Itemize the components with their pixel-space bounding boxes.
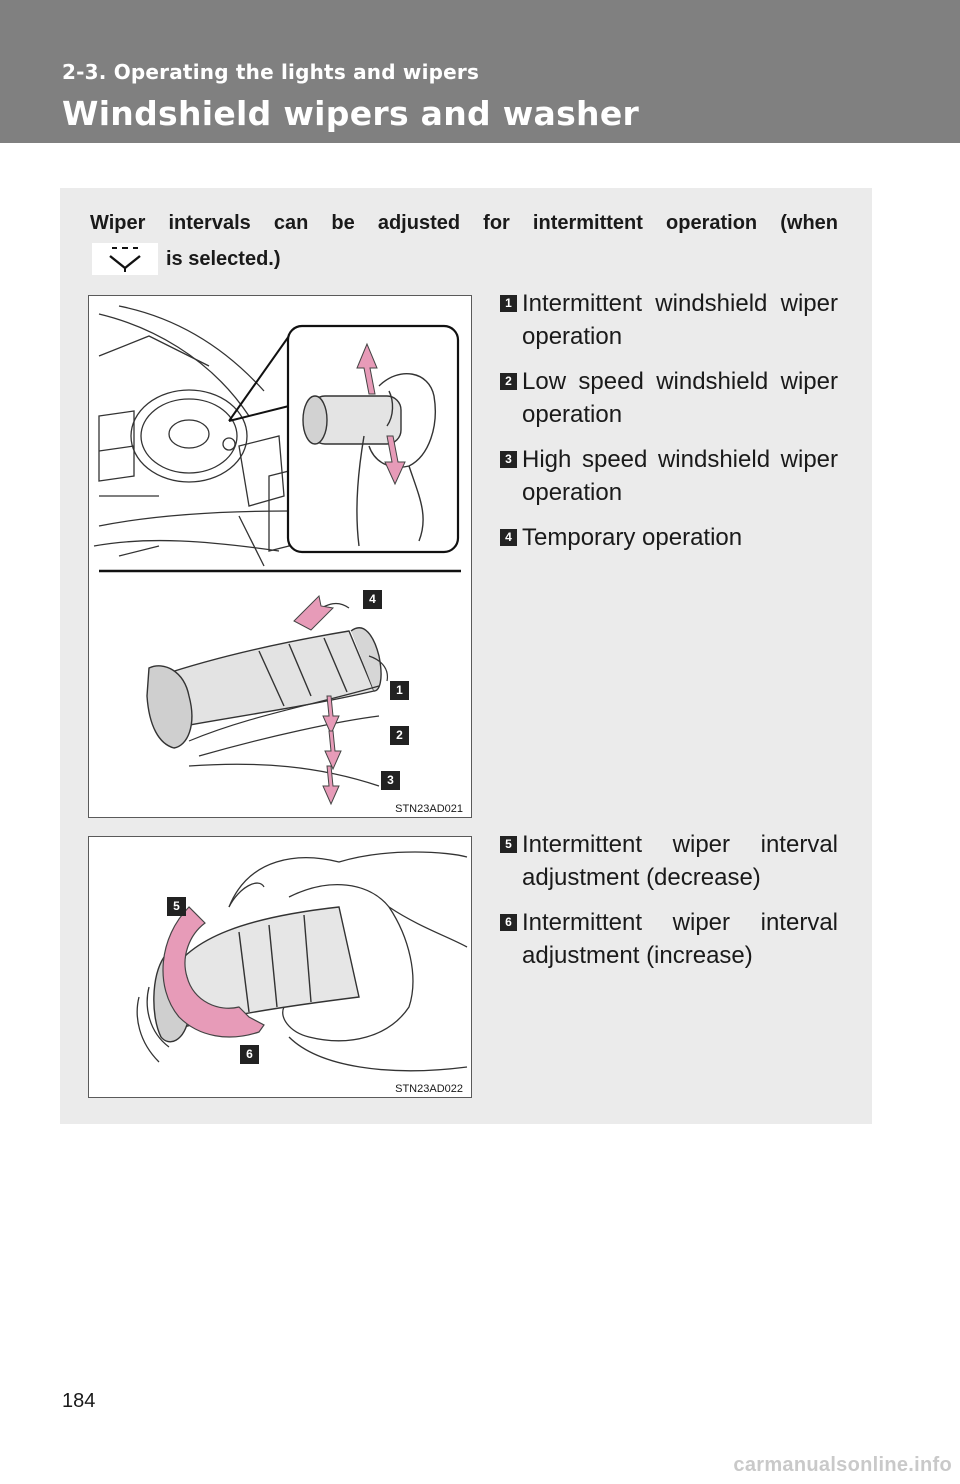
- item-number: 4: [500, 529, 517, 546]
- figure-code: STN23AD021: [395, 803, 463, 815]
- item-text: High speed windshield wiper operation: [522, 446, 838, 506]
- list-item: 1 Intermittent windshield wiper operatio…: [500, 287, 838, 353]
- item-number: 6: [500, 914, 517, 931]
- intro-text: Wiper intervals can be adjusted for inte…: [90, 205, 838, 277]
- wiper-lever-illustration: [93, 305, 461, 806]
- list-item: 2 Low speed windshield wiper operation: [500, 365, 838, 431]
- intermittent-wiper-symbol-icon: [92, 243, 158, 275]
- intro-line-2: is selected.): [90, 241, 838, 277]
- item-list-2: 5 Intermittent wiper interval adjustment…: [500, 828, 838, 984]
- list-item: 3 High speed windshield wiper operation: [500, 443, 838, 509]
- item-text: Intermittent wiper interval adjustment (…: [522, 831, 838, 891]
- item-text: Low speed windshield wiper operation: [522, 368, 838, 428]
- figure-wiper-lever: 4 1 2 3 STN23AD021: [88, 295, 472, 818]
- interval-ring-illustration: [136, 851, 468, 1072]
- list-item: 6 Intermittent wiper interval adjustment…: [500, 906, 838, 972]
- callout-2: 2: [390, 726, 409, 745]
- item-number: 1: [500, 295, 517, 312]
- list-item: 4 Temporary operation: [500, 521, 838, 554]
- item-number: 5: [500, 836, 517, 853]
- item-number: 2: [500, 373, 517, 390]
- page-title: Windshield wipers and washer: [62, 94, 640, 133]
- intro-line-1: Wiper intervals can be adjusted for inte…: [90, 212, 838, 234]
- figure-interval-ring: 5 6 STN23AD022: [88, 836, 472, 1098]
- item-number: 3: [500, 451, 517, 468]
- callout-1: 1: [390, 681, 409, 700]
- callout-3: 3: [381, 771, 400, 790]
- item-text: Intermittent windshield wiper operation: [522, 290, 838, 350]
- callout-5: 5: [167, 897, 186, 916]
- item-text: Intermittent wiper interval adjustment (…: [522, 909, 838, 969]
- section-title: 2-3. Operating the lights and wipers: [62, 60, 480, 84]
- figure-code: STN23AD022: [395, 1083, 463, 1095]
- header-bar: 2-3. Operating the lights and wipers Win…: [0, 0, 960, 143]
- footer-watermark: carmanualsonline.info: [733, 1454, 952, 1476]
- list-item: 5 Intermittent wiper interval adjustment…: [500, 828, 838, 894]
- intro-line-2-text: is selected.): [166, 248, 281, 270]
- item-text: Temporary operation: [522, 524, 743, 551]
- callout-4: 4: [363, 590, 382, 609]
- page-number: 184: [62, 1390, 96, 1412]
- callout-6: 6: [240, 1045, 259, 1064]
- item-list-1: 1 Intermittent windshield wiper operatio…: [500, 287, 838, 566]
